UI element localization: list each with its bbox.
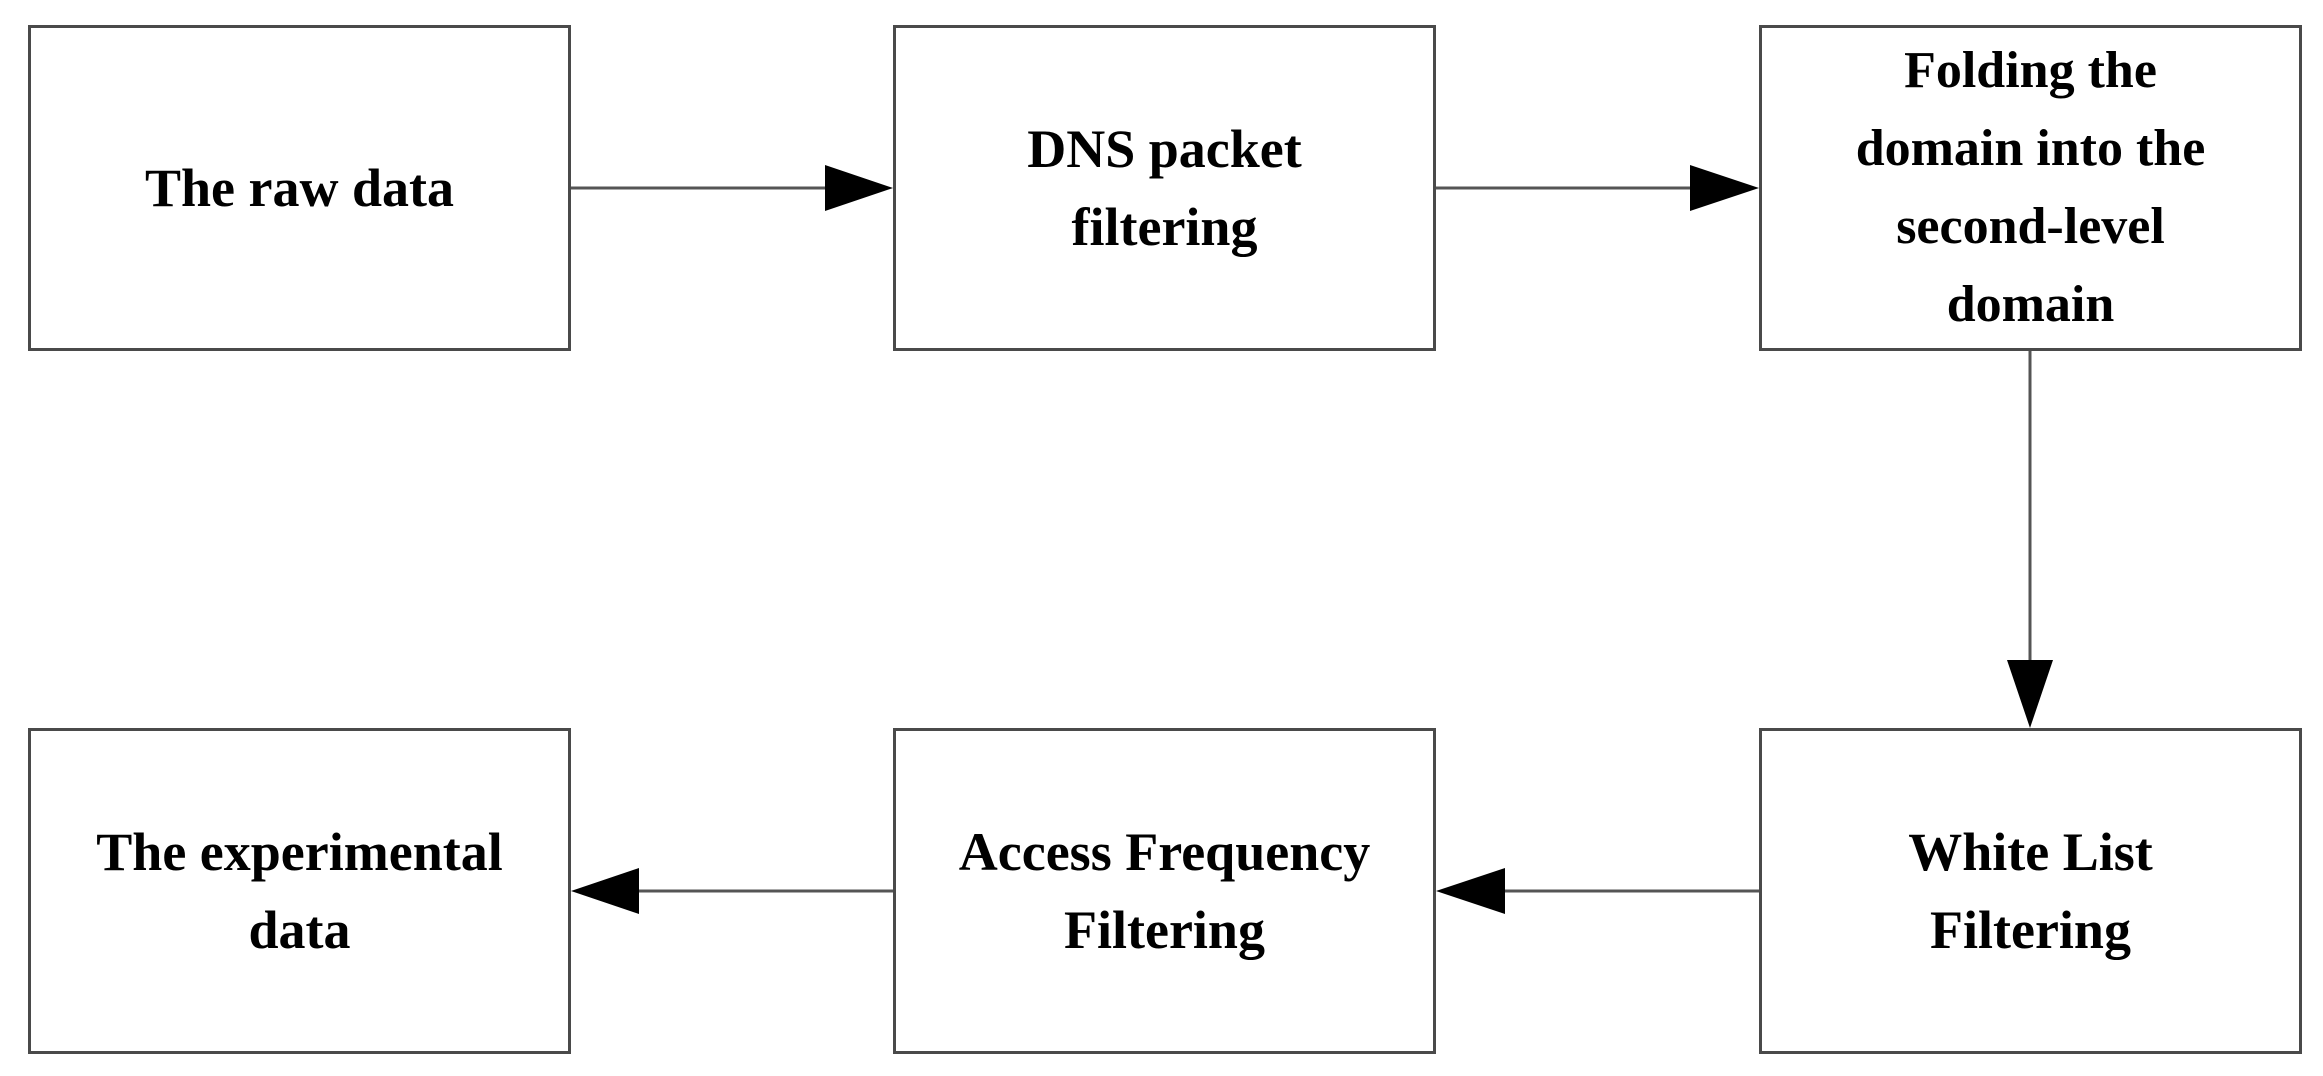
arrowhead-folding-to-whitelist: [2007, 660, 2053, 728]
node-raw-data: The raw data: [28, 25, 571, 351]
node-experimental-data-label: The experimental data: [96, 821, 503, 960]
arrowhead-whitelist-to-access: [1436, 868, 1505, 914]
node-dns-packet-filtering: DNS packet filtering: [893, 25, 1436, 351]
arrowhead-raw-to-dns: [825, 165, 893, 211]
node-folding-domain: Folding the domain into the second-level…: [1759, 25, 2302, 351]
arrowhead-dns-to-folding: [1690, 165, 1759, 211]
arrowhead-access-to-experimental: [571, 868, 639, 914]
node-folding-domain-label: Folding the domain into the second-level…: [1855, 42, 2206, 333]
node-experimental-data: The experimental data: [28, 728, 571, 1054]
node-raw-data-label: The raw data: [145, 157, 454, 218]
node-access-frequency-filtering-label: Access Frequency Filtering: [958, 821, 1371, 960]
node-access-frequency-filtering: Access Frequency Filtering: [893, 728, 1436, 1054]
node-white-list-filtering-label: White List Filtering: [1908, 821, 2153, 960]
node-dns-packet-filtering-label: DNS packet filtering: [1027, 118, 1302, 257]
node-white-list-filtering: White List Filtering: [1759, 728, 2302, 1054]
